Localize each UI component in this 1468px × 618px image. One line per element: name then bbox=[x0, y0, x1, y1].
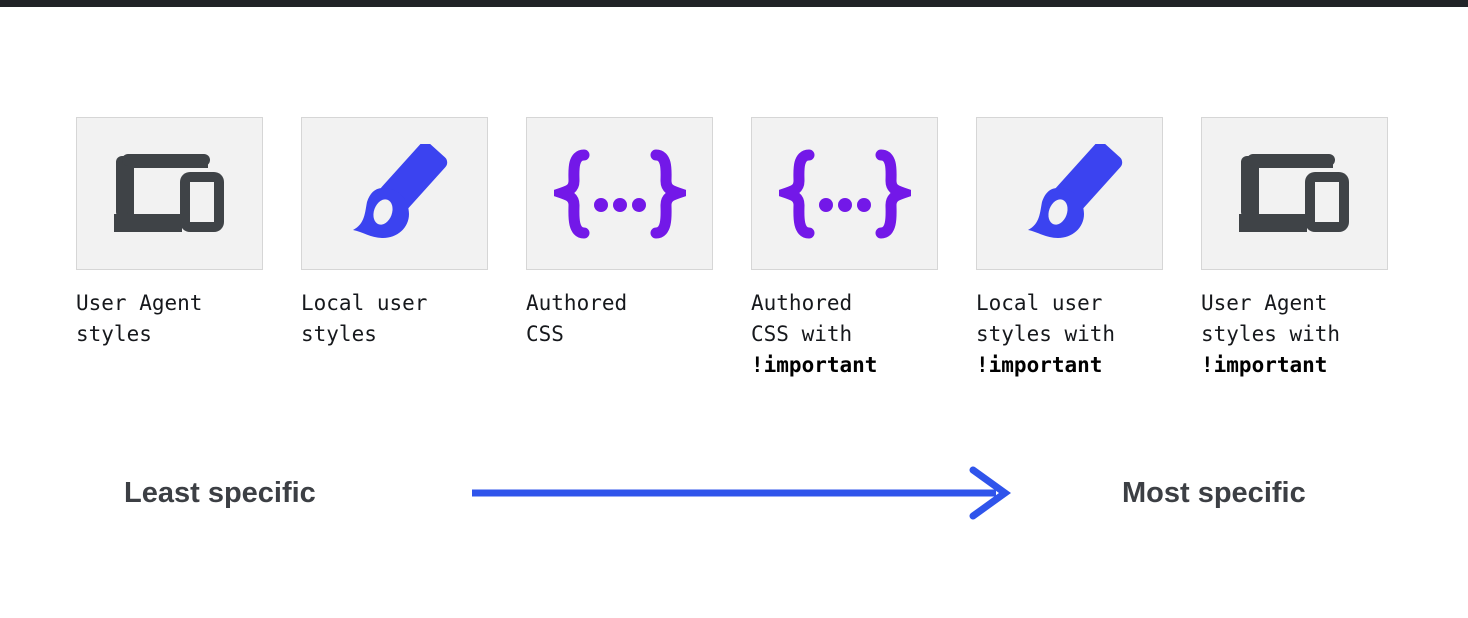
specificity-card-6: User Agent styles with !important bbox=[1201, 117, 1388, 381]
icon-card-local-user-styles-important bbox=[976, 117, 1163, 270]
icon-card-authored-css bbox=[526, 117, 713, 270]
icon-card-local-user-styles bbox=[301, 117, 488, 270]
card-label-important: !important bbox=[976, 353, 1103, 377]
specificity-card-3: Authored CSS bbox=[526, 117, 713, 381]
specificity-card-4-label: Authored CSS with !important bbox=[751, 288, 938, 381]
specificity-card-4: Authored CSS with !important bbox=[751, 117, 938, 381]
devices-icon bbox=[113, 148, 226, 240]
card-label-main: Authored CSS bbox=[526, 291, 628, 346]
specificity-card-6-label: User Agent styles with !important bbox=[1201, 288, 1388, 381]
paint-brush-icon bbox=[339, 143, 451, 244]
specificity-card-1-label: User Agent styles bbox=[76, 288, 263, 350]
least-specific-label: Least specific bbox=[124, 477, 316, 509]
specificity-cards-row: User Agent styles Local user styles bbox=[76, 117, 1388, 381]
icon-card-authored-css-important bbox=[751, 117, 938, 270]
card-label-main: Authored CSS with bbox=[751, 291, 853, 346]
specificity-card-1: User Agent styles bbox=[76, 117, 263, 381]
card-label-important: !important bbox=[1201, 353, 1328, 377]
specificity-arrow-icon bbox=[468, 466, 1013, 520]
top-dark-bar bbox=[0, 0, 1468, 7]
specificity-card-2: Local user styles bbox=[301, 117, 488, 381]
icon-card-user-agent-styles bbox=[76, 117, 263, 270]
most-specific-label: Most specific bbox=[1122, 477, 1306, 509]
specificity-card-3-label: Authored CSS bbox=[526, 288, 713, 350]
card-label-main: Local user styles with bbox=[976, 291, 1116, 346]
card-label-important: !important bbox=[751, 353, 878, 377]
icon-card-user-agent-styles-important bbox=[1201, 117, 1388, 270]
devices-icon bbox=[1238, 148, 1351, 240]
specificity-card-2-label: Local user styles bbox=[301, 288, 488, 350]
specificity-scale: Least specific Most specific bbox=[0, 466, 1468, 526]
card-label-main: User Agent styles bbox=[76, 291, 203, 346]
specificity-card-5: Local user styles with !important bbox=[976, 117, 1163, 381]
curly-braces-icon bbox=[553, 149, 686, 239]
paint-brush-icon bbox=[1014, 143, 1126, 244]
card-label-main: Local user styles bbox=[301, 291, 428, 346]
curly-braces-icon bbox=[778, 149, 911, 239]
card-label-main: User Agent styles with bbox=[1201, 291, 1341, 346]
specificity-card-5-label: Local user styles with !important bbox=[976, 288, 1163, 381]
